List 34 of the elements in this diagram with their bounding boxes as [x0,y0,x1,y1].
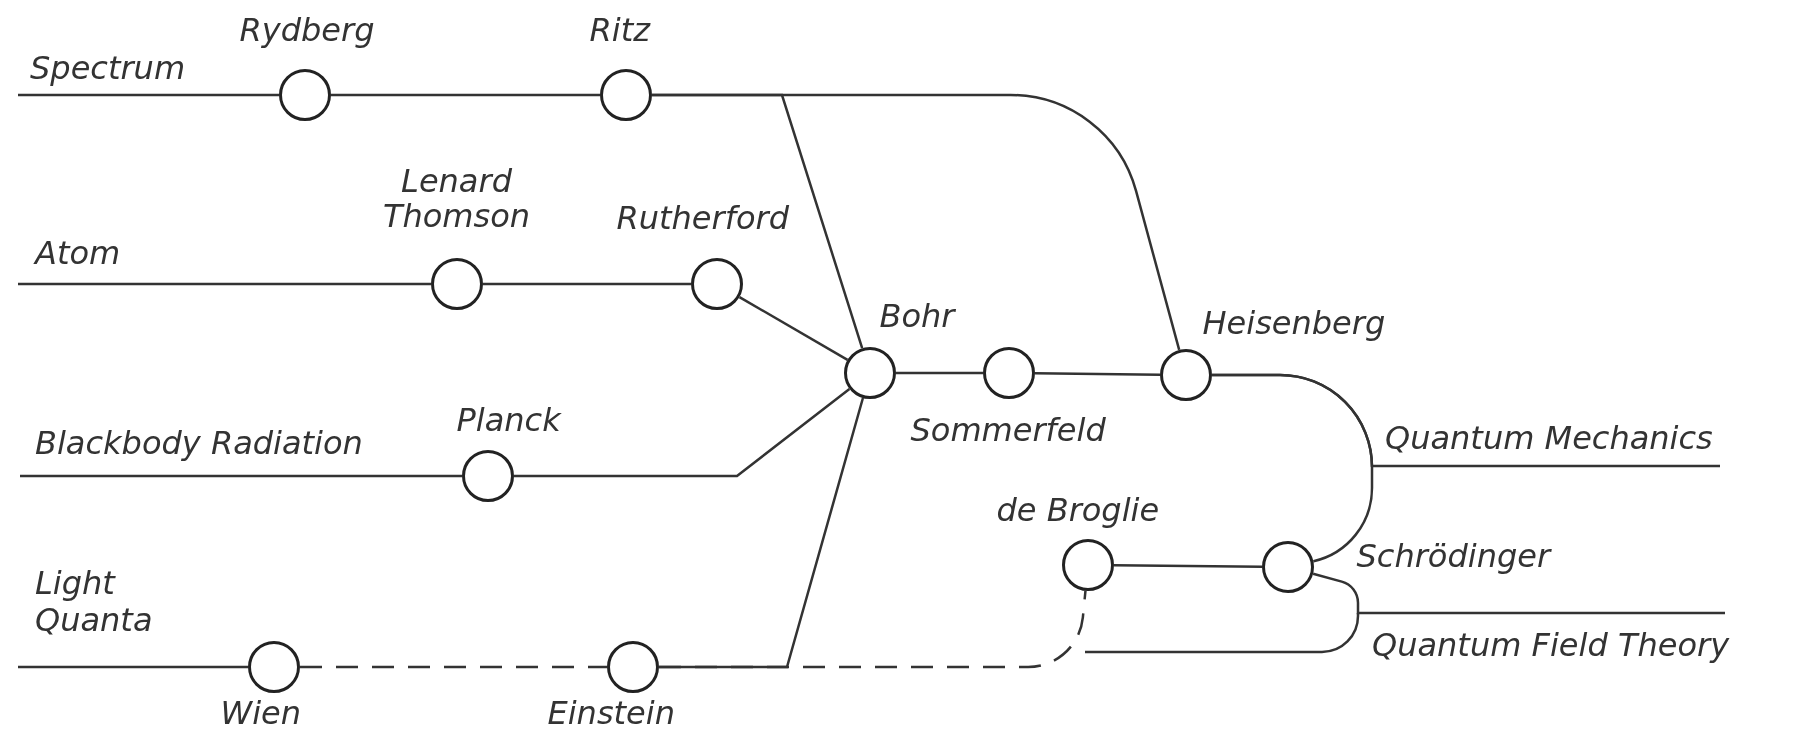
line-connector [18,93,279,97]
name-label: Einstein [547,695,675,730]
line-connector [20,474,462,478]
name-label: Lenard Thomson [381,163,532,234]
name-label: Bohr [879,298,955,334]
line-connector [1212,373,1720,469]
line-connector [652,93,1181,351]
name-label: Schrödinger [1356,538,1551,574]
name-label: Planck [456,402,561,438]
line-connector [300,665,607,669]
line-connector [896,371,983,375]
line-connector [18,665,248,669]
line-connector [1035,372,1160,376]
name-label: Heisenberg [1202,305,1386,341]
line-label: Quantum Field Theory [1372,627,1730,664]
line-label: Spectrum [30,50,186,87]
name-label: Rutherford [616,200,789,236]
name-label: Wien [220,695,301,730]
name-label: Sommerfeld [910,412,1106,448]
line-label: Light Quanta [35,565,154,639]
line-connector [1312,572,1725,615]
name-label: de Broglie [996,492,1160,528]
line-connector [18,282,431,286]
name-label: Rydberg [239,12,375,48]
line-connector [483,282,691,286]
line-connector [659,590,1087,669]
line-label: Atom [35,235,121,272]
line-connector [514,387,851,478]
line-connector [331,93,600,97]
name-label: Ritz [589,12,650,48]
line-label: Blackbody Radiation [35,425,363,462]
line-connector [1114,564,1262,568]
line-label: Quantum Mechanics [1385,420,1713,457]
line-connector [738,296,849,361]
